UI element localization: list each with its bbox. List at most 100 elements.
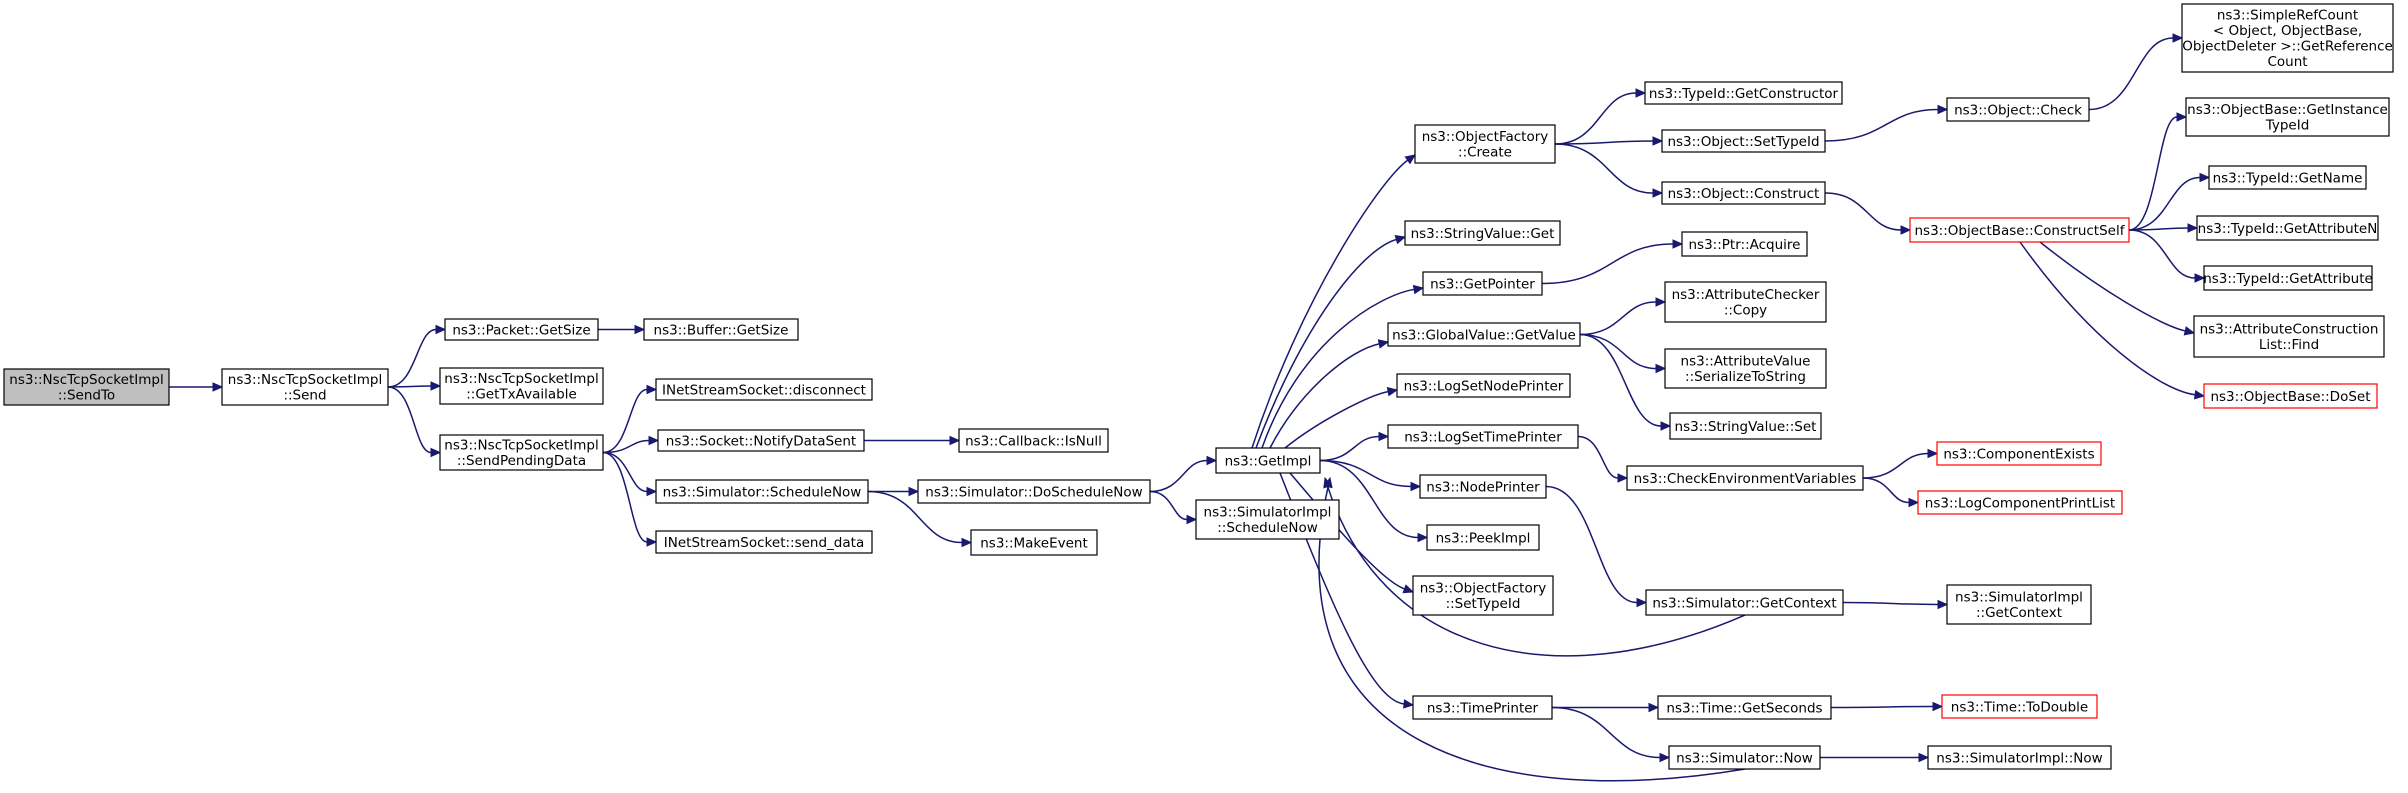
node-label: ns3::AttributeConstruction (2200, 322, 2379, 338)
node-label: ns3::NscTcpSocketImpl (9, 372, 163, 388)
node-box (1668, 745, 1821, 770)
node-label: ns3::LogSetTimePrinter (1404, 429, 1562, 445)
node-of-settypeid[interactable]: ns3::ObjectFactory::SetTypeId (1412, 575, 1554, 616)
node-sendto[interactable]: ns3::NscTcpSocketImpl::SendTo (3, 368, 170, 406)
node-box (917, 479, 1151, 504)
node-box (439, 367, 604, 405)
node-ob-doset[interactable]: ns3::ObjectBase::DoSet (2203, 383, 2378, 409)
node-simimpl-getctx[interactable]: ns3::SimulatorImpl::GetContext (1946, 584, 2092, 625)
node-box (657, 429, 865, 452)
node-compexists[interactable]: ns3::ComponentExists (1936, 441, 2102, 466)
node-label: ns3::ComponentExists (1943, 446, 2094, 462)
node-isnull[interactable]: ns3::Callback::IsNull (958, 428, 1109, 453)
node-timeprinter[interactable]: ns3::TimePrinter (1412, 695, 1553, 720)
node-label: ns3::NodePrinter (1426, 479, 1540, 495)
node-box (221, 368, 389, 406)
node-getpointer[interactable]: ns3::GetPointer (1422, 271, 1543, 296)
node-send[interactable]: ns3::NscTcpSocketImpl::Send (221, 368, 389, 406)
node-box (1936, 441, 2102, 466)
edge-logtime-to-checkenv (1577, 435, 1619, 479)
node-doschednow[interactable]: ns3::Simulator::DoScheduleNow (917, 479, 1151, 504)
node-box (1909, 217, 2130, 243)
node-sv-set[interactable]: ns3::StringValue::Set (1669, 412, 1822, 440)
node-label: ns3::Simulator::Now (1676, 750, 1813, 766)
node-box (439, 434, 604, 471)
arrowhead-simimpl-now (1918, 752, 1930, 763)
node-simimpl-now[interactable]: ns3::SimulatorImpl::Now (1927, 745, 2112, 770)
edge-checkenv-to-compexists (1862, 452, 1929, 479)
node-box (1657, 695, 1832, 720)
node-tid-getattrn[interactable]: ns3::TypeId::GetAttributeN (2196, 215, 2379, 241)
node-label: ns3::NscTcpSocketImpl (228, 372, 382, 388)
node-tid-getname[interactable]: ns3::TypeId::GetName (2208, 165, 2367, 190)
node-lognode[interactable]: ns3::LogSetNodePrinter (1396, 373, 1571, 398)
node-tid-getattr[interactable]: ns3::TypeId::GetAttribute (2203, 265, 2373, 291)
arrowhead-attrconstr-find (2183, 326, 2196, 336)
edge-gv-getvalue-to-attrcheck-copy (1579, 301, 1657, 336)
node-box (1412, 695, 1553, 720)
node-gettxavail[interactable]: ns3::NscTcpSocketImpl::GetTxAvailable (439, 367, 604, 405)
node-schednow[interactable]: ns3::Simulator::ScheduleNow (655, 479, 869, 504)
node-label: ::SendTo (58, 388, 115, 404)
edge-doschednow-to-getimpl (1149, 459, 1208, 493)
node-box (1414, 124, 1556, 164)
arrowhead-simimpl-sched (1186, 514, 1198, 525)
node-label: ns3::SimulatorImpl (1204, 505, 1332, 521)
node-attrcheck-copy[interactable]: ns3::AttributeChecker::Copy (1664, 281, 1827, 323)
node-getimpl[interactable]: ns3::GetImpl (1215, 447, 1321, 474)
edge-getimpl-to-logtime (1319, 435, 1380, 462)
node-label: ns3::ObjectFactory (1422, 129, 1549, 145)
node-of-create[interactable]: ns3::ObjectFactory::Create (1414, 124, 1556, 164)
node-gv-getvalue[interactable]: ns3::GlobalValue::GetValue (1387, 322, 1581, 347)
node-checkenv[interactable]: ns3::CheckEnvironmentVariables (1626, 465, 1864, 491)
node-logcompprint[interactable]: ns3::LogComponentPrintList (1917, 490, 2123, 515)
edge-of-create-to-obj-settypeid (1554, 140, 1654, 145)
node-box (1387, 322, 1581, 347)
node-time-todouble[interactable]: ns3::Time::ToDouble (1941, 694, 2098, 719)
node-time-getsec[interactable]: ns3::Time::GetSeconds (1657, 695, 1832, 720)
node-label: ObjectDeleter >::GetReference (2182, 39, 2393, 55)
node-label: ns3::ObjectFactory (1420, 581, 1547, 597)
edge-doschednow-to-simimpl-sched (1149, 490, 1188, 521)
edge-sendpending-to-schednow (602, 451, 648, 493)
edge-of-create-to-obj-construct (1554, 143, 1654, 194)
node-logtime[interactable]: ns3::LogSetTimePrinter (1387, 424, 1579, 449)
node-attrval-ser[interactable]: ns3::AttributeValue::SerializeToString (1664, 348, 1827, 389)
edge-ob-constructself-to-ob-getinstance (2128, 116, 2178, 231)
node-sendpending[interactable]: ns3::NscTcpSocketImpl::SendPendingData (439, 434, 604, 471)
node-ob-constructself[interactable]: ns3::ObjectBase::ConstructSelf (1909, 217, 2130, 243)
arrowhead-ptr-acquire (1672, 239, 1684, 249)
edge-getimpl-to-nodeprinter (1319, 459, 1412, 488)
node-tid-getctor[interactable]: ns3::TypeId::GetConstructor (1644, 81, 1843, 105)
node-notifysent[interactable]: ns3::Socket::NotifyDataSent (657, 429, 865, 452)
node-peekimpl[interactable]: ns3::PeekImpl (1426, 524, 1540, 551)
node-senddata[interactable]: INetStreamSocket::send_data (655, 530, 873, 554)
node-ptr-acquire[interactable]: ns3::Ptr::Acquire (1681, 231, 1808, 257)
arrowhead-sim-getctx (1636, 597, 1648, 608)
node-simplerefcount[interactable]: ns3::SimpleRefCount< Object, ObjectBase,… (2181, 3, 2394, 73)
node-label: List::Find (2259, 337, 2319, 353)
edge-getimpl-to-lognode (1284, 390, 1389, 449)
node-sim-getctx[interactable]: ns3::Simulator::GetContext (1645, 589, 1844, 616)
node-simimpl-sched[interactable]: ns3::SimulatorImpl::ScheduleNow (1195, 499, 1340, 540)
node-buf-getsize[interactable]: ns3::Buffer::GetSize (643, 318, 799, 341)
arrowhead-buf-getsize (634, 324, 646, 335)
node-obj-construct[interactable]: ns3::Object::Construct (1661, 181, 1826, 205)
node-makeevent[interactable]: ns3::MakeEvent (970, 529, 1098, 556)
node-nodeprinter[interactable]: ns3::NodePrinter (1419, 474, 1547, 499)
node-label: ns3::SimpleRefCount (2217, 8, 2358, 24)
node-label: ns3::PeekImpl (1436, 530, 1531, 546)
node-obj-check[interactable]: ns3::Object::Check (1946, 97, 2090, 122)
node-disconnect[interactable]: INetStreamSocket::disconnect (655, 378, 873, 401)
node-sim-now[interactable]: ns3::Simulator::Now (1668, 745, 1821, 770)
arrowhead-tid-getname (2199, 172, 2211, 183)
arrowhead-tid-getattrn (2187, 223, 2199, 233)
node-sv-get[interactable]: ns3::StringValue::Get (1404, 220, 1561, 246)
node-obj-settypeid[interactable]: ns3::Object::SetTypeId (1661, 129, 1826, 153)
node-label: ::Copy (1724, 303, 1767, 319)
arrowhead-nodeprinter (1410, 481, 1422, 492)
node-pkt-getsize[interactable]: ns3::Packet::GetSize (444, 318, 599, 341)
